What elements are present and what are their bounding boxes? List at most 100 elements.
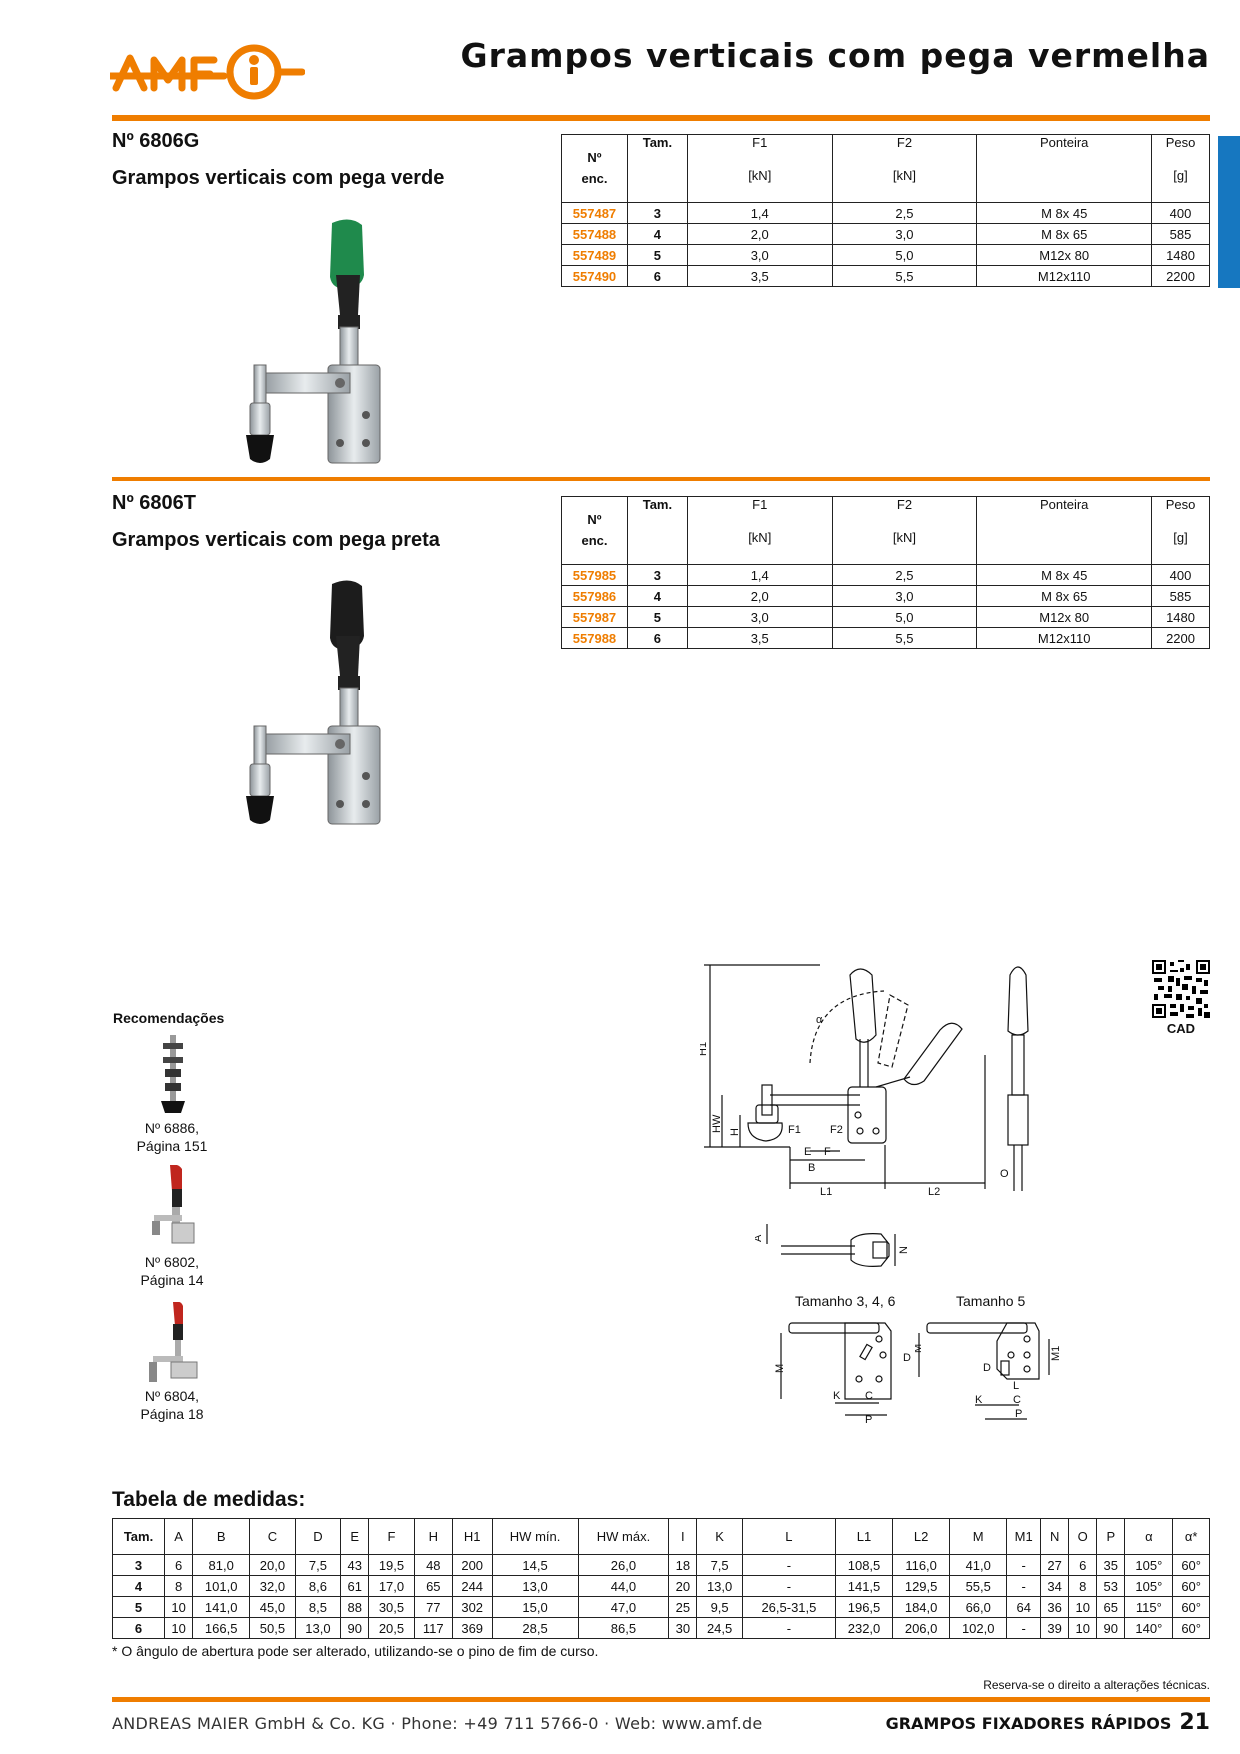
article-number[interactable]: 557490: [561, 265, 628, 287]
base-plate-drawing-346: M D K C P: [775, 1322, 911, 1425]
col-no-line2: enc.: [581, 170, 608, 186]
rec-caption-6886[interactable]: Nº 6886,Página 151: [136, 1120, 208, 1154]
measure-cell: 10: [164, 1617, 194, 1639]
measure-cell: 53: [1096, 1575, 1126, 1597]
cad-label[interactable]: CAD: [1166, 1021, 1196, 1036]
weight: 585: [1151, 585, 1210, 607]
base-plate-drawing-5: M M1 D L K C P: [915, 1322, 1062, 1420]
measure-col-header: L2: [892, 1518, 951, 1555]
measures-title: Tabela de medidas:: [112, 1488, 306, 1511]
page-number: 21: [1179, 1710, 1210, 1735]
spindle: M12x 80: [976, 606, 1153, 628]
measure-cell: 10: [164, 1596, 194, 1618]
article-number[interactable]: 557986: [561, 585, 628, 607]
col-ponteira: Ponteira: [976, 496, 1153, 565]
force-f1: 1,4: [686, 202, 833, 224]
article-number[interactable]: 557488: [561, 223, 628, 245]
col-no-line2: enc.: [581, 532, 608, 548]
measure-cell: 32,0: [249, 1575, 296, 1597]
measure-cell: 66,0: [949, 1596, 1008, 1618]
measure-cell: 105°: [1124, 1554, 1174, 1576]
measure-col-header: K: [696, 1518, 743, 1555]
label-l: L: [1013, 1380, 1019, 1392]
measure-cell: 10: [1068, 1617, 1098, 1639]
col-f2-unit: [kN]: [892, 168, 917, 183]
col-f2-unit: [kN]: [892, 530, 917, 545]
measure-cell: 90: [1096, 1617, 1126, 1639]
recommendations-title: Recomendações: [113, 1010, 225, 1026]
measure-cell: 61: [340, 1575, 370, 1597]
measure-cell: 115°: [1124, 1596, 1174, 1618]
article-number[interactable]: 557985: [561, 564, 628, 586]
company-info: ANDREAS MAIER GmbH & Co. KG · Phone: +49…: [112, 1714, 763, 1733]
measure-cell: 6: [1068, 1554, 1098, 1576]
measure-cell: 81,0: [192, 1554, 251, 1576]
measure-cell: 369: [451, 1617, 493, 1639]
measure-col-header: HW mín.: [491, 1518, 579, 1555]
measure-cell: 117: [413, 1617, 453, 1639]
measure-cell: 64: [1006, 1596, 1042, 1618]
measure-cell: 13,0: [696, 1575, 743, 1597]
spindle: M12x110: [976, 265, 1153, 287]
measure-cell: 14,5: [491, 1554, 579, 1576]
label-o: O: [1000, 1168, 1009, 1180]
label-h1: H1: [700, 1042, 709, 1056]
force-f1: 2,0: [686, 585, 833, 607]
measure-cell: 60°: [1172, 1617, 1210, 1639]
reserve-note: Reserva-se o direito a alterações técnic…: [983, 1678, 1210, 1692]
measure-cell: 129,5: [892, 1575, 951, 1597]
qr-code[interactable]: [1152, 960, 1210, 1018]
measure-cell: 60°: [1172, 1554, 1210, 1576]
force-f1: 2,0: [686, 223, 833, 245]
col-no-line1: Nº: [587, 149, 602, 165]
article-number[interactable]: 557489: [561, 244, 628, 266]
col-f1-unit: [kN]: [748, 168, 772, 183]
measure-cell: 102,0: [949, 1617, 1008, 1639]
measure-col-header: L1: [834, 1518, 894, 1555]
col-no-line1: Nº: [587, 511, 602, 527]
force-f2: 5,0: [831, 606, 978, 628]
section-number: Nº 6806T: [112, 492, 197, 514]
measure-col-header: E: [340, 1518, 370, 1555]
measure-cell: 8,6: [294, 1575, 342, 1597]
col-f1: F1: [752, 497, 768, 512]
measure-cell: 48: [413, 1554, 453, 1576]
rec-caption-6802[interactable]: Nº 6802,Página 14: [140, 1254, 204, 1288]
measure-cell: 50,5: [249, 1617, 296, 1639]
force-f2: 5,5: [831, 265, 978, 287]
section-rule: [112, 477, 1210, 481]
measure-cell: 25: [668, 1596, 698, 1618]
amf-logo: [110, 44, 305, 100]
size: 3: [626, 564, 688, 586]
col-peso: Peso: [1165, 135, 1196, 150]
category-label: GRAMPOS FIXADORES RÁPIDOS: [885, 1714, 1172, 1733]
measure-cell: 140°: [1124, 1617, 1174, 1639]
force-f2: 3,0: [831, 585, 978, 607]
measure-cell: 43: [340, 1554, 370, 1576]
clamp-photo-green: [246, 219, 381, 464]
article-number[interactable]: 557487: [561, 202, 628, 224]
article-number[interactable]: 557988: [561, 627, 628, 649]
article-number[interactable]: 557987: [561, 606, 628, 628]
spindle: M 8x 65: [976, 585, 1153, 607]
rec-caption-6804[interactable]: Nº 6804,Página 18: [140, 1388, 204, 1422]
label-alpha: α: [816, 1014, 823, 1026]
measure-cell: -: [1006, 1575, 1042, 1597]
measure-cell: 88: [340, 1596, 370, 1618]
measure-cell: 45,0: [249, 1596, 296, 1618]
measure-cell: 196,5: [834, 1596, 894, 1618]
measure-cell: 60°: [1172, 1575, 1210, 1597]
label-m: M: [915, 1344, 924, 1353]
measure-cell: 141,0: [192, 1596, 251, 1618]
